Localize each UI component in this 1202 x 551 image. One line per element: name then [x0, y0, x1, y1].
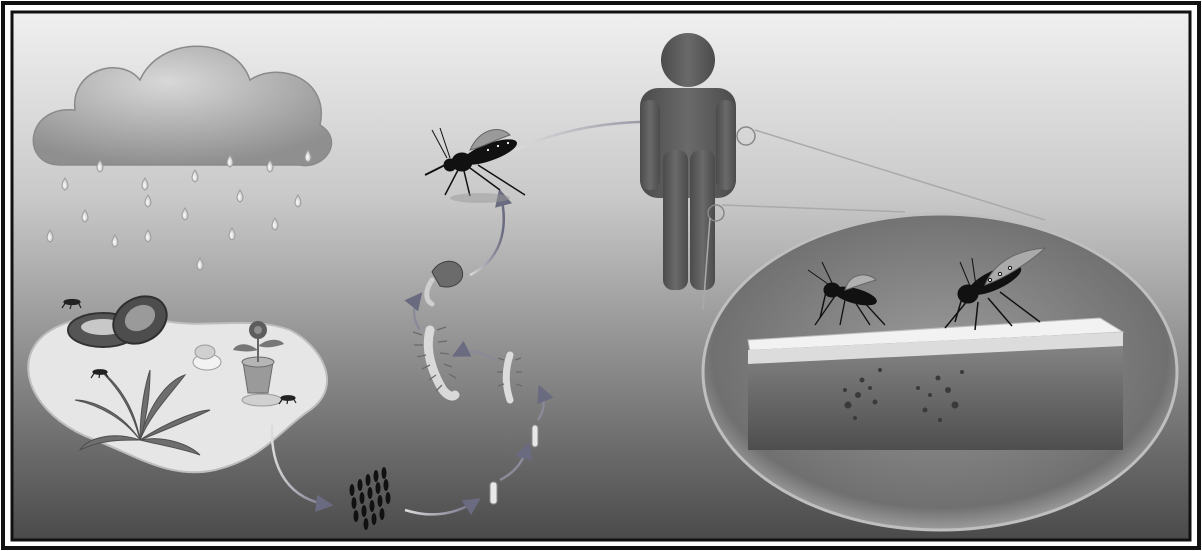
skin-section-icon	[703, 214, 1177, 530]
